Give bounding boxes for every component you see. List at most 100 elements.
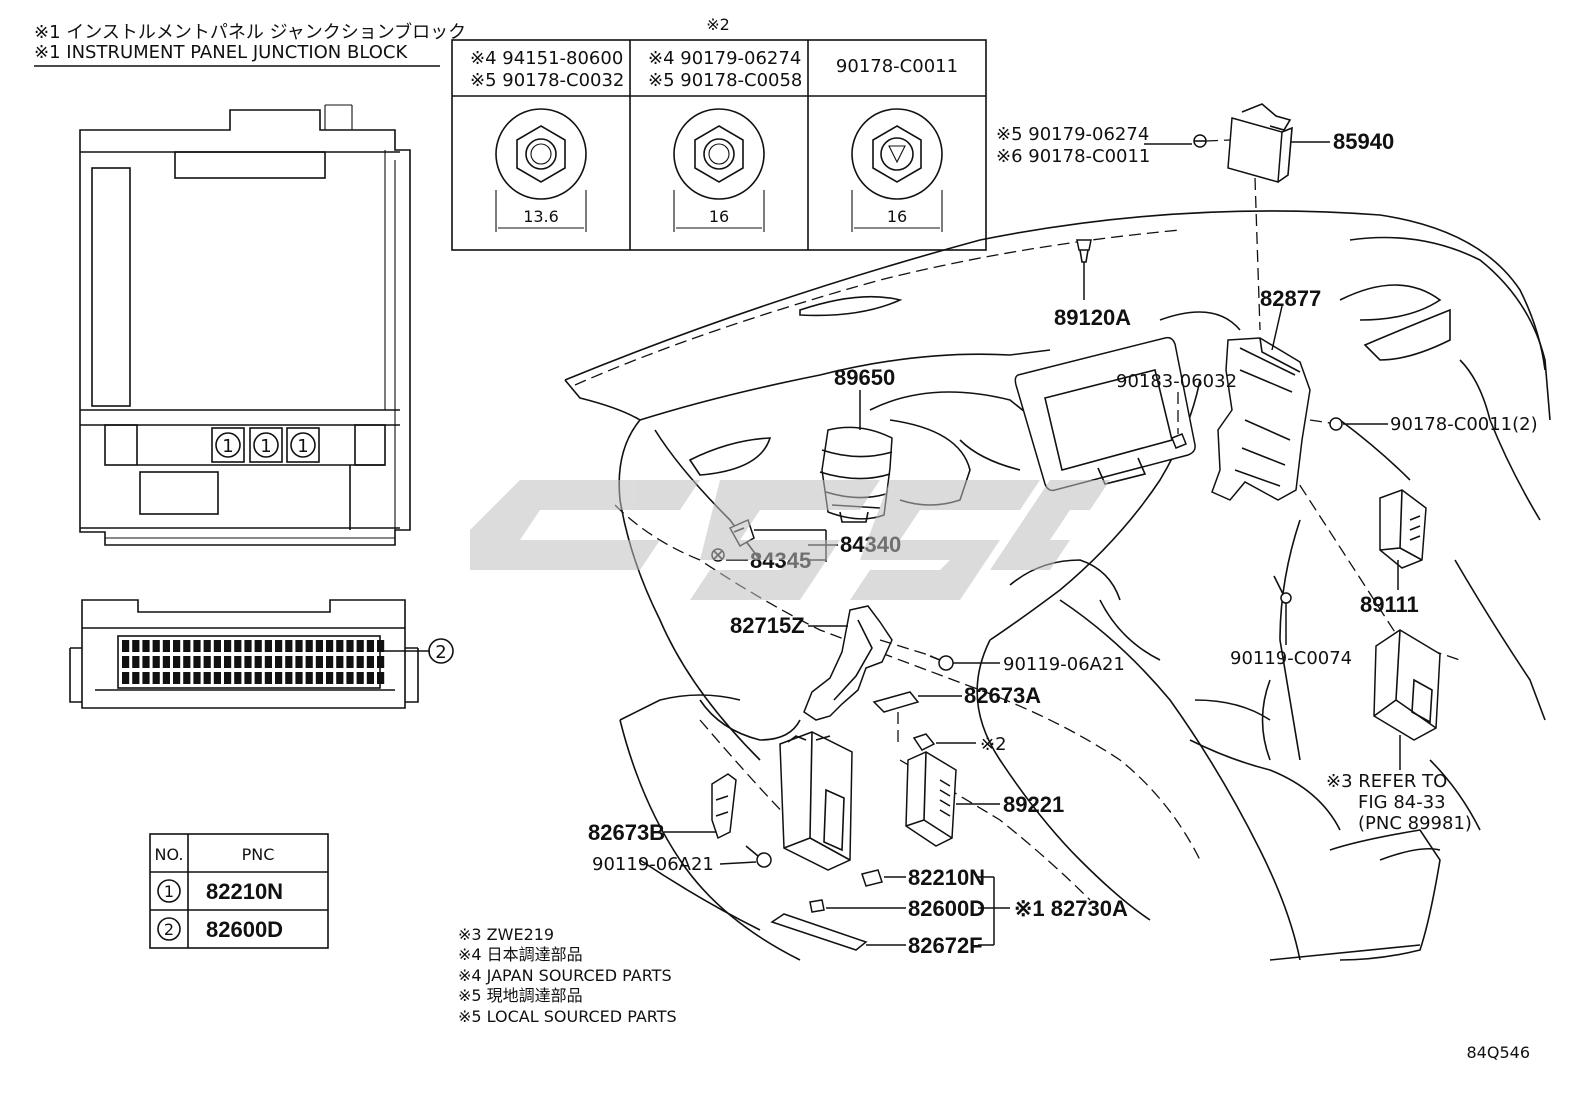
pnc-row-1-value: 82210N xyxy=(206,879,283,904)
connector-pin xyxy=(366,656,374,668)
part-82730a-label: ※1 82730A xyxy=(1014,896,1128,921)
nut-col-1-line1: ※4 94151-80600 xyxy=(470,48,623,69)
junction-block-title-en: ※1 INSTRUMENT PANEL JUNCTION BLOCK xyxy=(34,42,408,63)
nut-table-header: ※2 xyxy=(706,15,730,34)
part-90119-c0074: 90119-C0074 xyxy=(1230,575,1352,669)
part-90119-c0074-label: 90119-C0074 xyxy=(1230,648,1352,669)
connector-pin xyxy=(326,656,334,668)
connector-pin xyxy=(305,640,313,652)
part-90119-06a21-lower: 90119-06A21 xyxy=(592,845,772,875)
part-82672f-label: 82672F xyxy=(908,933,983,958)
connector-pin xyxy=(366,672,374,684)
part-82877-label: 82877 xyxy=(1260,286,1321,311)
refer-line-2: FIG 84-33 xyxy=(1358,792,1446,813)
part-82730a-body xyxy=(779,731,853,871)
connector-pin xyxy=(162,640,170,652)
connector-pin xyxy=(244,640,252,652)
connector-pin xyxy=(275,656,283,668)
part-82673b: 82673B xyxy=(588,773,737,845)
connector-pin xyxy=(193,672,201,684)
connector-pin-grid xyxy=(122,640,385,684)
connector-pin xyxy=(295,640,303,652)
connector-pin xyxy=(173,672,181,684)
part-90183-06032: 90183-06032 xyxy=(1116,371,1237,449)
connector-pin xyxy=(326,672,334,684)
connector-pin xyxy=(346,640,354,652)
part-82715z-label: 82715Z xyxy=(730,613,805,638)
part-85940: 85940 ※5 90179-06274 ※6 90178-C0011 xyxy=(996,103,1394,331)
connector-pin xyxy=(315,672,323,684)
part-89111: 89111 xyxy=(1360,489,1427,617)
connector-pin xyxy=(356,640,364,652)
connector-pin xyxy=(183,672,191,684)
connector-pin xyxy=(377,640,385,652)
connector-pin xyxy=(285,640,293,652)
connector-pin xyxy=(244,672,252,684)
connector-pin xyxy=(377,656,385,668)
connector-pin xyxy=(305,672,313,684)
connector-pin xyxy=(346,656,354,668)
connector-pin xyxy=(213,640,221,652)
nut-col-2-line1: ※4 90179-06274 xyxy=(648,48,801,69)
part-89650-label: 89650 xyxy=(834,365,895,390)
part-note2-label: ※2 xyxy=(980,734,1007,755)
watermark-logo xyxy=(470,480,1110,600)
part-85940-ref1: ※5 90179-06274 xyxy=(996,124,1149,145)
connector-pin xyxy=(224,672,232,684)
connector-pin xyxy=(142,640,150,652)
connector-pin xyxy=(234,672,242,684)
connector-pin xyxy=(142,656,150,668)
connector-pin xyxy=(162,672,170,684)
connector-pin xyxy=(356,656,364,668)
connector-pin xyxy=(275,640,283,652)
connector-pin xyxy=(234,656,242,668)
connector-marker-1c: 1 xyxy=(297,436,308,457)
connector-pin xyxy=(264,672,272,684)
connector-pin xyxy=(285,656,293,668)
connector-pin xyxy=(173,656,181,668)
part-nut-note2: ※2 xyxy=(912,733,1007,755)
connector-pin xyxy=(264,640,272,652)
connector-pin xyxy=(152,656,160,668)
connector-pin xyxy=(234,640,242,652)
pnc-row-1-no: 1 xyxy=(164,882,174,901)
part-90183-label: 90183-06032 xyxy=(1116,371,1237,392)
part-90178-2-label: 90178-C0011(2) xyxy=(1390,414,1538,435)
connector-pin xyxy=(213,656,221,668)
note-5: ※5 LOCAL SOURCED PARTS xyxy=(458,1007,677,1026)
junction-block-front-view: 1 1 1 xyxy=(79,104,411,546)
refer-line-3: (PNC 89981) xyxy=(1358,813,1472,834)
connector-pin xyxy=(152,672,160,684)
part-89120a-label: 89120A xyxy=(1054,305,1131,330)
junction-block-section: ※1 インストルメントパネル ジャンクションブロック ※1 INSTRUMENT… xyxy=(34,21,466,709)
part-89981-module: ※3 REFER TO FIG 84-33 (PNC 89981) xyxy=(1326,629,1472,834)
connector-pin xyxy=(315,640,323,652)
connector-pin xyxy=(264,656,272,668)
connector-pin xyxy=(122,656,130,668)
part-82673b-label: 82673B xyxy=(588,820,665,845)
connector-pin xyxy=(193,640,201,652)
connector-pin xyxy=(244,656,252,668)
junction-block-bottom-view: 2 xyxy=(69,599,454,709)
connector-pin xyxy=(203,640,211,652)
nut-table: ※2 ※4 94151-80600 ※5 90178-C0032 ※4 9017… xyxy=(451,15,987,251)
part-90178-c0011-2: 90178-C0011(2) xyxy=(1309,414,1538,435)
connector-pin xyxy=(295,656,303,668)
connector-pin xyxy=(183,640,191,652)
part-82715z: 82715Z xyxy=(730,605,933,721)
connector-pin xyxy=(122,640,130,652)
part-90119-06a21-upper-label: 90119-06A21 xyxy=(1003,654,1125,675)
nut-3-dimension: 16 xyxy=(887,207,907,226)
nut-2-dimension: 16 xyxy=(709,207,729,226)
refer-line-1: ※3 REFER TO xyxy=(1326,771,1447,792)
connector-pin xyxy=(203,656,211,668)
part-90119-06a21-lower-label: 90119-06A21 xyxy=(592,854,714,875)
connector-pin xyxy=(132,656,140,668)
connector-pin xyxy=(213,672,221,684)
part-90119-06a21-upper: 90119-06A21 xyxy=(929,654,1125,675)
pnc-row-2-no: 2 xyxy=(164,920,174,939)
connector-pin xyxy=(132,640,140,652)
part-85940-ref2: ※6 90178-C0011 xyxy=(996,146,1150,167)
nut-1-dimension: 13.6 xyxy=(523,207,559,226)
connector-pin xyxy=(336,656,344,668)
